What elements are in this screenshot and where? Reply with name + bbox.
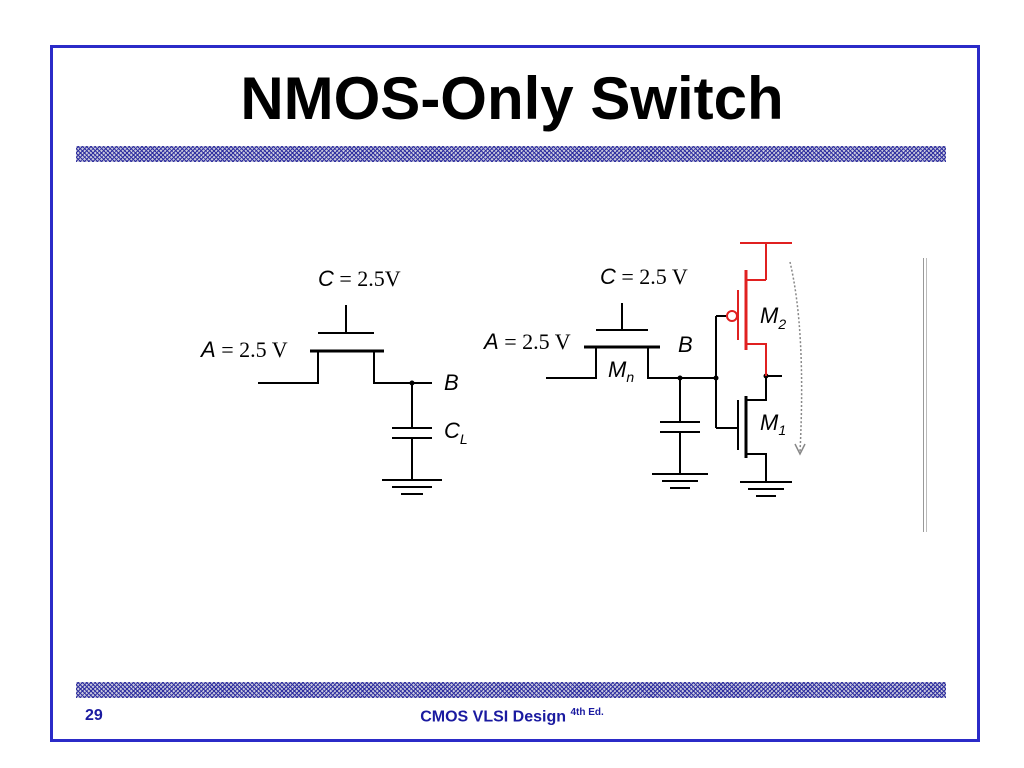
pmos-gate-bubble: [726, 310, 738, 322]
left-output-label: B: [444, 370, 459, 395]
left-cap-label: CL: [444, 418, 468, 447]
right-drain-wire: [647, 347, 716, 379]
page-number: 29: [85, 707, 103, 724]
left-gate-label: C = 2.5V: [318, 266, 401, 291]
footer-book-title: CMOS VLSI Design: [420, 708, 566, 726]
right-input-label: A = 2.5 V: [482, 329, 571, 354]
current-arrow: [789, 261, 806, 456]
title-divider-band: [76, 146, 946, 162]
footer-caption: CMOS VLSI Design 4th Ed.: [0, 707, 1024, 726]
current-arrow-head: [794, 443, 806, 456]
vertical-rule: [923, 258, 927, 532]
inverter-input-node: [713, 375, 719, 381]
left-circuit: [258, 305, 442, 495]
nmos-label: M1: [760, 410, 786, 438]
right-gate-label: C = 2.5 V: [600, 264, 688, 289]
footer-divider-band: [76, 682, 946, 698]
current-arrow-path: [789, 261, 803, 453]
footer-edition: 4th Ed.: [570, 707, 604, 718]
pmos-transistor: [726, 242, 792, 376]
right-output-node: [677, 375, 683, 381]
right-circuit: [546, 303, 792, 497]
left-source-wire: [258, 351, 319, 384]
pmos-drain-wire: [746, 343, 767, 376]
left-input-label: A = 2.5 V: [199, 337, 288, 362]
left-drain-wire: [373, 351, 432, 384]
pass-transistor-label: Mn: [608, 357, 634, 385]
nmos-drain-wire: [746, 376, 767, 401]
pmos-label: M2: [760, 303, 786, 332]
left-output-node: [409, 380, 415, 386]
slide-title: NMOS-Only Switch: [240, 65, 784, 132]
nmos-source-wire: [746, 453, 767, 482]
right-source-wire: [546, 347, 597, 379]
right-output-label: B: [678, 332, 693, 357]
